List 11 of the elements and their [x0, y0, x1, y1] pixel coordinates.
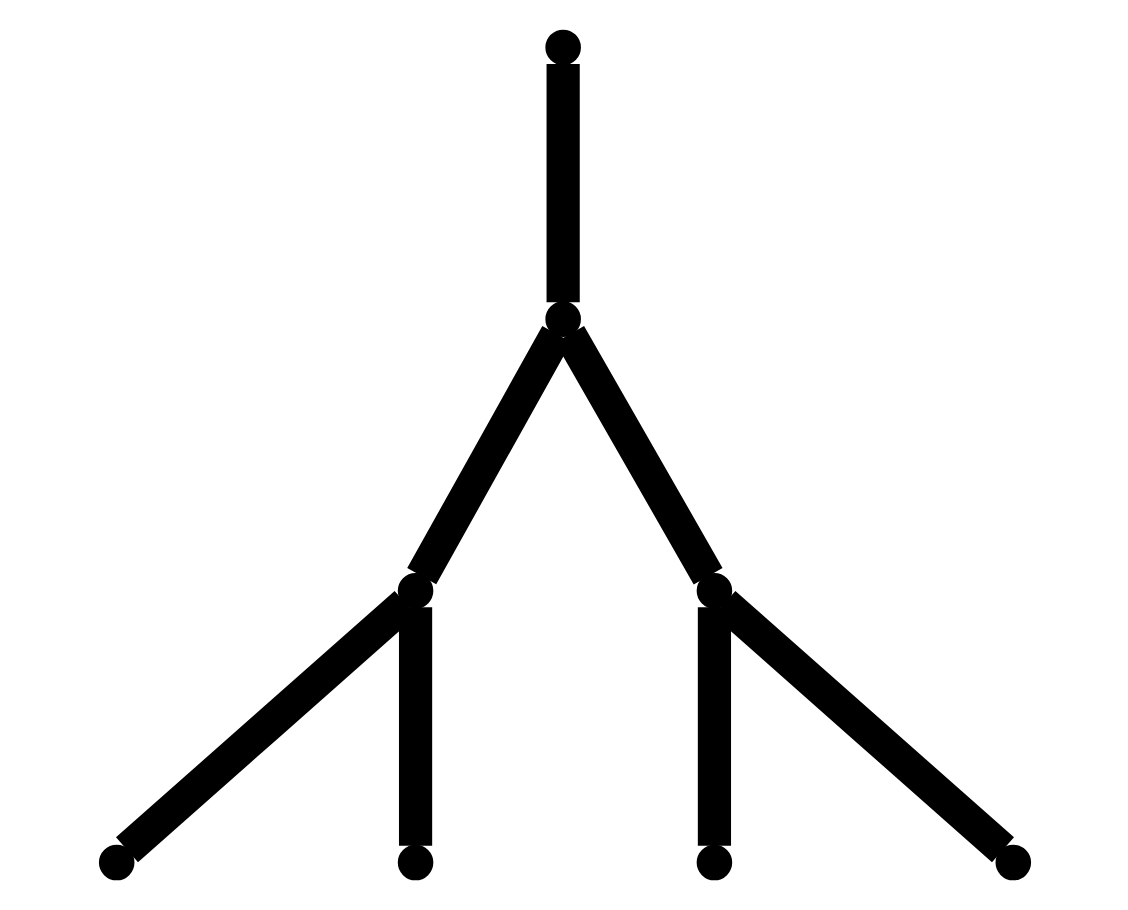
- node-point: [695, 844, 732, 881]
- node-point: [544, 301, 580, 337]
- connector: [545, 63, 579, 303]
- connector: [397, 607, 432, 846]
- node-point: [396, 844, 433, 881]
- connector: [696, 607, 731, 846]
- node-point: [97, 844, 134, 881]
- node-point: [695, 573, 732, 609]
- node-point: [544, 29, 580, 66]
- node-point: [994, 844, 1031, 881]
- node-point: [396, 573, 433, 609]
